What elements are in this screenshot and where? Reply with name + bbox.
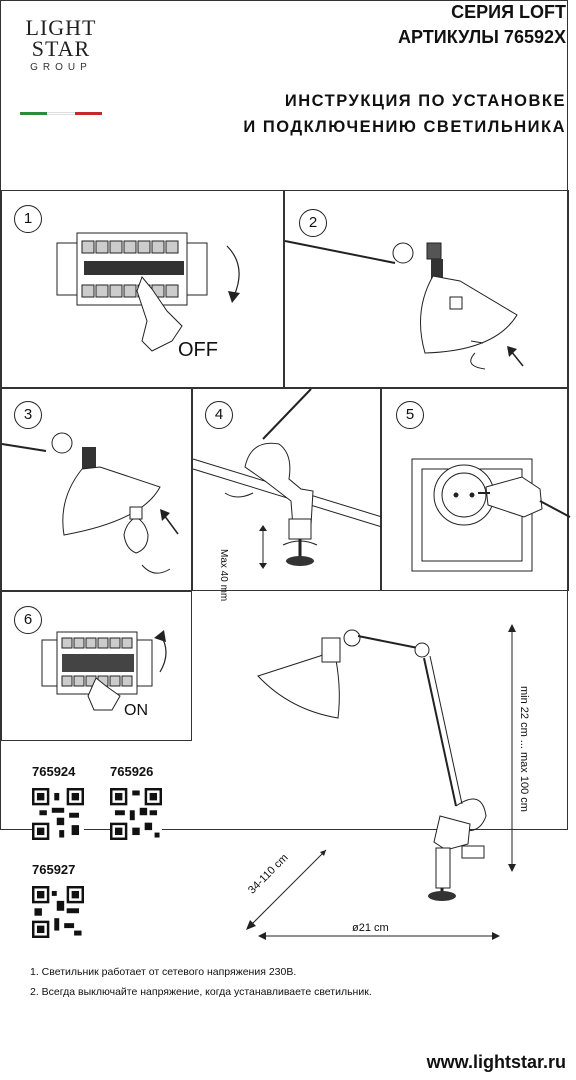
instruction-title: ИНСТРУКЦИЯ ПО УСТАНОВКЕ И ПОДКЛЮЧЕНИЮ СВ… (243, 88, 566, 140)
instruction-frame (0, 0, 568, 830)
step-6-number: 6 (14, 606, 42, 634)
article-code-3: 765927 (32, 862, 76, 877)
step-1-panel: 1 OFF (1, 190, 284, 388)
article-code-1: 765924 (32, 764, 76, 779)
on-label: ON (124, 702, 148, 719)
clamp-mount-illustration (192, 388, 383, 569)
article-code-2: 765926 (110, 764, 154, 779)
logo-line-2: STAR (31, 36, 91, 61)
qr-code-icon (110, 788, 162, 840)
step-2-panel: 2 (284, 190, 569, 388)
step-4-number: 4 (205, 401, 233, 429)
off-label: OFF (178, 339, 218, 361)
brand-logo: LIGHT STAR GROUP (18, 15, 104, 74)
articles-title: АРТИКУЛЫ 76592X (398, 27, 566, 47)
instruction-line-1: ИНСТРУКЦИЯ ПО УСТАНОВКЕ (284, 92, 566, 110)
base-dimension: ø21 cm (352, 922, 389, 934)
step-5-panel: 5 (381, 388, 571, 591)
series-title: СЕРИЯ LOFT (451, 2, 566, 22)
note-1: 1. Светильник работает от сетевого напря… (30, 966, 297, 978)
step-3-number: 3 (14, 401, 42, 429)
breaker-off-illustration (56, 232, 240, 352)
website-link[interactable]: www.lightstar.ru (426, 1052, 566, 1072)
note-2: 2. Всегда выключайте напряжение, когда у… (30, 986, 372, 998)
height-dimension: min 22 cm ... max 100 cm (518, 686, 530, 812)
qr-code-icon (32, 788, 84, 840)
step-3-panel: 3 (1, 388, 192, 591)
logo-line-3: GROUP (30, 62, 92, 73)
step-6-panel: 6 ON (1, 591, 192, 741)
logo-line-1: LIGHT (25, 15, 97, 40)
max-40mm-label: Max 40 mm (218, 549, 229, 602)
step-1-number: 1 (14, 205, 42, 233)
lamp-shade-attach-illustration (284, 240, 524, 370)
instruction-line-2: И ПОДКЛЮЧЕНИЮ СВЕТИЛЬНИКА (243, 118, 566, 136)
step-4-panel: 4 Max 40 mm (192, 388, 383, 601)
step-2-number: 2 (299, 209, 327, 237)
qr-code-icon (32, 886, 84, 938)
bulb-install-illustration (1, 432, 179, 574)
italian-flag-stripe (20, 112, 102, 115)
lamp-dimensions-illustration (246, 624, 516, 940)
breaker-on-illustration (41, 630, 167, 711)
socket-plug-illustration (411, 458, 571, 572)
step-5-number: 5 (396, 401, 424, 429)
